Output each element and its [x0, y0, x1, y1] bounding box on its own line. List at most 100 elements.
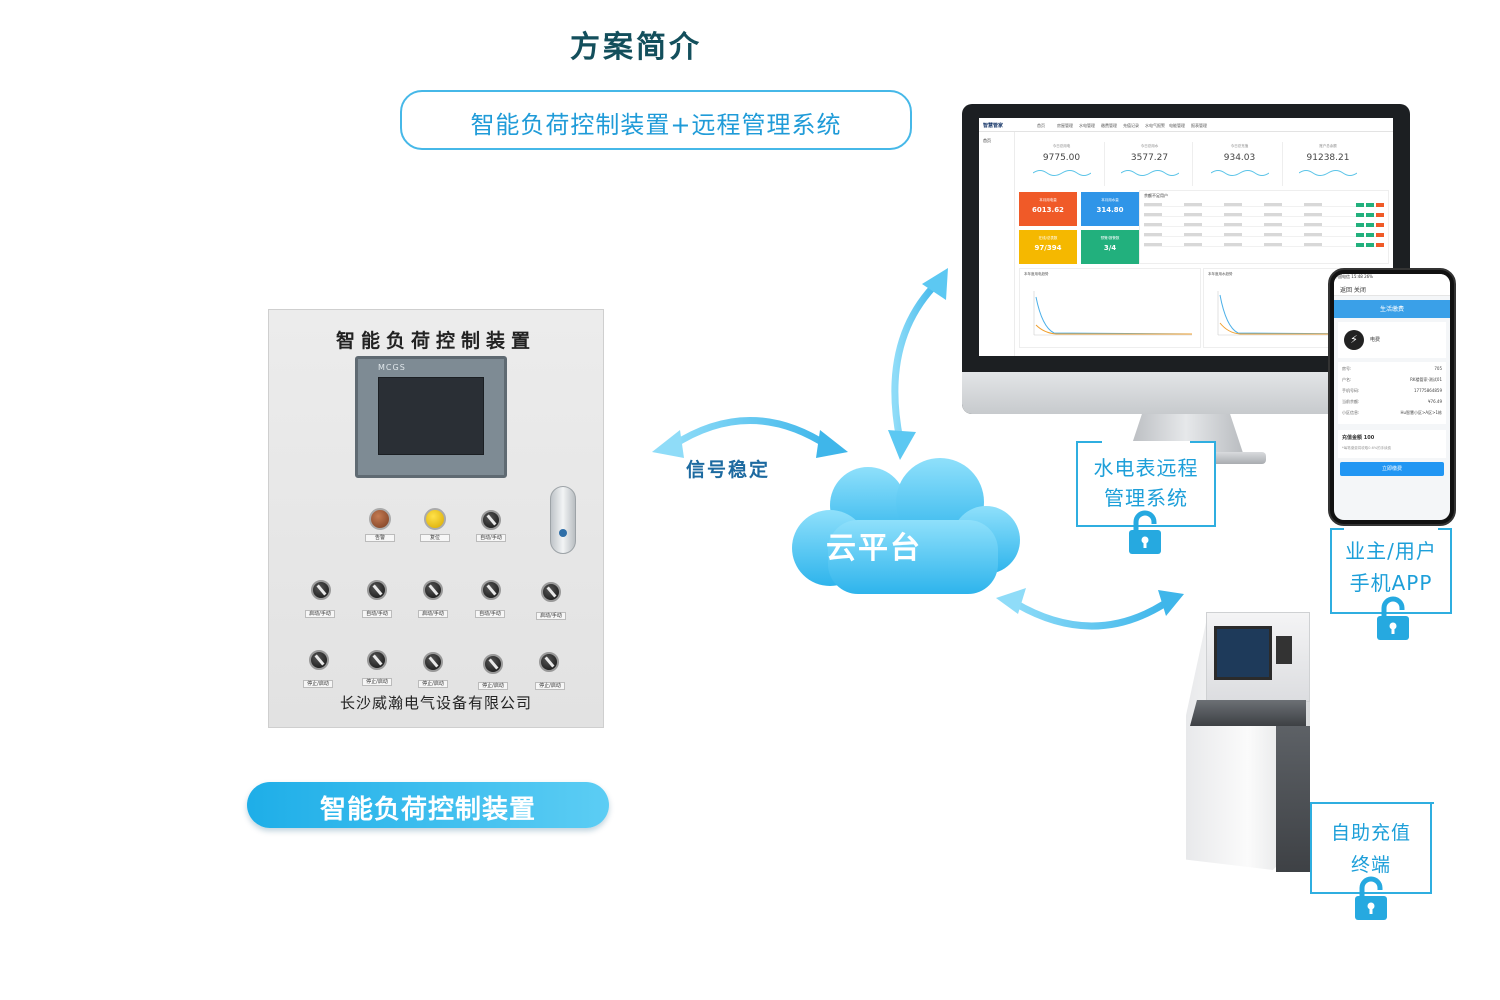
nav-item[interactable]: 电能管理 — [1169, 123, 1185, 128]
kiosk-ledge — [1190, 700, 1306, 726]
double-arrow-icon — [652, 417, 848, 458]
stat-value: 3577.27 — [1130, 153, 1169, 163]
box-line-1: 业主/用户 — [1345, 539, 1437, 563]
pay-now-button[interactable]: 立即缴费 — [1340, 462, 1444, 476]
low-balance-table: 余额不足用户 — [1139, 190, 1389, 264]
knob-r3-3 — [423, 652, 443, 672]
stat-card: 账户总余额 91238.21 — [1285, 142, 1371, 186]
knob-r3-2 — [367, 650, 387, 670]
sidebar-item-home[interactable]: 首页 — [983, 138, 991, 143]
hmi-brand: MCGS — [378, 363, 406, 372]
stat-label: 今日总充值 — [1230, 144, 1249, 148]
table-row — [1144, 213, 1384, 217]
plate-r3-3: 停止/启动 — [418, 680, 448, 688]
table-title: 余额不足用户 — [1144, 193, 1168, 198]
lock-dot — [559, 529, 567, 537]
lock-icon — [1129, 510, 1161, 554]
stat-label: 账户总余额 — [1319, 144, 1337, 148]
sparkline — [1299, 170, 1357, 176]
cabinet-handle — [550, 486, 576, 554]
nav-item[interactable]: 充值记录 — [1123, 123, 1139, 128]
knob-r2-2 — [367, 580, 387, 600]
sparkline — [1033, 170, 1091, 176]
nav-item[interactable]: 水电管理 — [1079, 123, 1095, 128]
fee-note: *每笔缴费将收取0.6%的手续费 — [1342, 446, 1392, 450]
cloud-platform-label: 云平台 — [826, 531, 922, 566]
table-row — [1144, 203, 1384, 207]
auto-manual-knob — [481, 510, 501, 530]
dashboard-nav: 智慧管家 首页 房屋管理 水电管理 缴费管理 充值记录 水电气报警 电能管理 报… — [979, 118, 1393, 132]
account-info: 房号:705 户名:RK楼管家-测试01 手机号码:17775864859 当前… — [1338, 362, 1446, 424]
stat-value: 934.03 — [1223, 153, 1256, 163]
plate-r3-5: 停止/启动 — [535, 682, 565, 690]
tile-label: 在线/总表数 — [1038, 236, 1058, 240]
electric-trend-chart: 本年度用电趋势 — [1019, 268, 1201, 348]
nav-item[interactable]: 首页 — [1037, 123, 1045, 128]
knob-r2-1 — [311, 580, 331, 600]
plate-r3-2: 停止/启动 — [362, 678, 392, 686]
plate-r2-4: 自动/手动 — [475, 610, 505, 618]
table-row — [1144, 233, 1384, 237]
tile-alarms[interactable]: 预警/报警数 3/4 — [1081, 230, 1139, 264]
hmi-screen — [378, 377, 484, 455]
auto-manual-plate: 自动/手动 — [476, 534, 506, 542]
box-line-1: 水电表远程 — [1093, 456, 1199, 480]
phone-header-text[interactable]: 返回 关闭 — [1340, 287, 1366, 294]
bolt-icon: ⚡ — [1344, 330, 1364, 350]
nav-item[interactable]: 报表管理 — [1191, 123, 1207, 128]
stat-label: 今日总用电 — [1052, 144, 1071, 148]
double-arrow-icon — [996, 588, 1184, 630]
info-row: 户名:RK楼管家-测试01 — [1342, 377, 1442, 382]
sparkline — [1211, 170, 1269, 176]
tile-value: 97/394 — [1034, 244, 1062, 252]
page-title: 方案简介 — [570, 30, 702, 65]
company-name: 长沙威瀚电气设备有限公司 — [339, 694, 532, 712]
box-line-2: 管理系统 — [1104, 486, 1188, 510]
knob-r2-4 — [481, 580, 501, 600]
box-line-2: 终端 — [1350, 854, 1391, 876]
nav-item[interactable]: 水电气报警 — [1145, 123, 1165, 128]
nav-item[interactable]: 房屋管理 — [1057, 123, 1073, 128]
alarm-plate: 告警 — [365, 534, 395, 542]
electric-card[interactable]: ⚡ 电费 — [1338, 322, 1446, 358]
tile-water-month[interactable]: 本月用水量 314.80 — [1081, 192, 1139, 226]
tile-electric-month[interactable]: 本月用电量 6013.62 — [1019, 192, 1077, 226]
info-row: 当前余额:¥76.49 — [1342, 399, 1442, 404]
tile-label: 本月用电量 — [1039, 198, 1057, 202]
knob-r2-3 — [423, 580, 443, 600]
plate-r3-4: 停止/启动 — [478, 682, 508, 690]
dashboard-logo: 智慧管家 — [983, 123, 1004, 129]
tile-label: 预警/报警数 — [1100, 236, 1120, 240]
plate-r2-1: 启动/手动 — [305, 610, 335, 618]
kiosk-screen — [1214, 626, 1272, 680]
reset-plate: 复位 — [420, 534, 450, 542]
device-label-text: 智能负荷控制装置 — [319, 795, 536, 825]
tile-label: 本月用水量 — [1101, 198, 1119, 202]
alarm-lamp — [369, 508, 391, 530]
amount-label: 充值金额 100 — [1342, 435, 1375, 441]
tile-online-meters[interactable]: 在线/总表数 97/394 — [1019, 230, 1077, 264]
table-row — [1144, 223, 1384, 227]
recharge-amount[interactable]: 充值金额 100 *每笔缴费将收取0.6%的手续费 — [1338, 430, 1446, 458]
subtitle-pill: 智能负荷控制装置+远程管理系统 — [400, 90, 912, 150]
tile-value: 6013.62 — [1032, 206, 1064, 214]
kiosk-card-slot — [1276, 636, 1292, 664]
device-label-pill: 智能负荷控制装置 — [247, 782, 609, 828]
lock-icon — [1355, 876, 1387, 920]
cabinet-title: 智能负荷控制装置 — [335, 330, 536, 352]
reset-lamp — [424, 508, 446, 530]
stat-value: 91238.21 — [1306, 153, 1350, 163]
phone-banner-text: 生活缴费 — [1379, 306, 1404, 313]
info-row: 手机号码:17775864859 — [1342, 388, 1442, 393]
nav-item[interactable]: 缴费管理 — [1101, 123, 1117, 128]
signal-stable-label: 信号稳定 — [686, 459, 771, 481]
pay-now-label: 立即缴费 — [1381, 466, 1402, 472]
stat-card: 今日总充值 934.03 — [1197, 142, 1283, 186]
stat-label: 今日总用水 — [1140, 144, 1159, 148]
plate-r2-2: 自动/手动 — [362, 610, 392, 618]
phone-status-bar: 中国电信 15:48 26% — [1334, 274, 1450, 282]
plate-r2-3: 启动/手动 — [418, 610, 448, 618]
stat-value: 9775.00 — [1042, 153, 1081, 163]
stat-card: 今日总用水 3577.27 — [1107, 142, 1193, 186]
